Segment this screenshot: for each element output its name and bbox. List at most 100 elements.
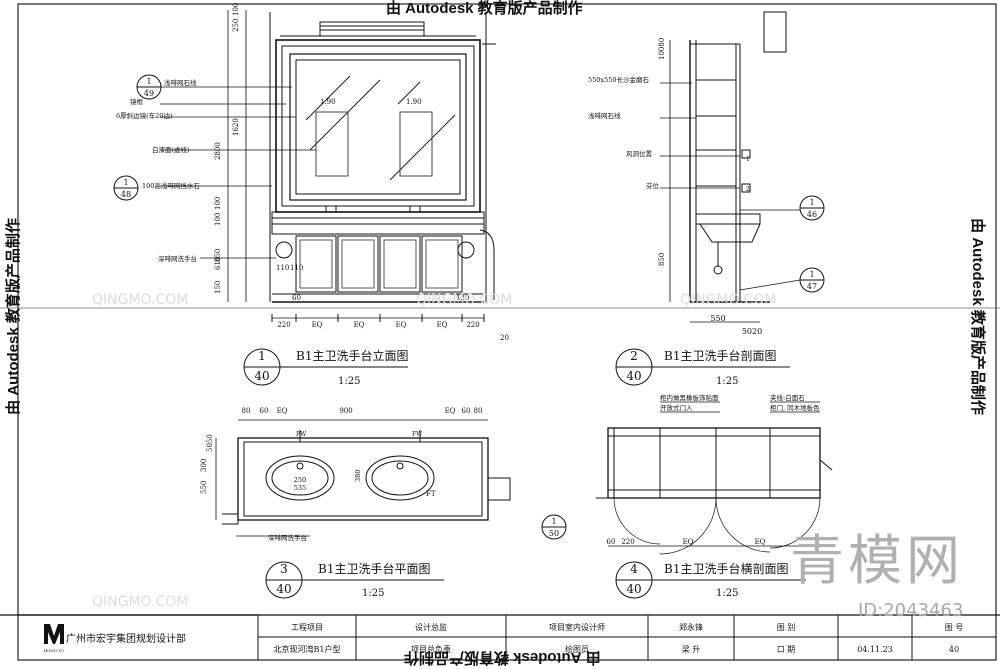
- view-sheet: 40: [626, 582, 641, 596]
- elevation-dim: EQ: [312, 321, 323, 329]
- autodesk-watermark-top: 由 Autodesk 教育版产品制作: [386, 0, 583, 17]
- section-dim: 10080: [658, 38, 666, 60]
- elevation-dim: 850: [214, 249, 222, 262]
- plan-dim: 80: [242, 407, 251, 415]
- title-block: [44, 615, 996, 660]
- elevation-dim: 250: [232, 19, 240, 32]
- elevation-mark: 60: [292, 294, 301, 302]
- elevation-view: [160, 10, 496, 322]
- view-title: B1主卫洗手台剖面图: [664, 348, 776, 363]
- elevation-mark: 1.90: [320, 98, 336, 106]
- elevation-dim: EQ: [396, 321, 407, 329]
- view-sheet: 40: [276, 582, 291, 596]
- view-scale: 1:25: [362, 588, 384, 599]
- autodesk-watermark-right: 由 Autodesk 教育版产品制作: [968, 218, 986, 415]
- brand-watermark-latin-4: QINGMO.COM: [680, 292, 777, 308]
- callout-number: 1: [809, 198, 814, 207]
- section-view: [660, 11, 801, 323]
- callout-sheet: 47: [807, 282, 817, 291]
- titleblock-value: 北京现河湾B1户型: [274, 644, 341, 654]
- view-title: B1主卫洗手台横剖面图: [664, 561, 788, 576]
- titleblock-header: 设计总监: [415, 622, 447, 632]
- xsection-note: 开放式门入: [660, 403, 693, 412]
- section-dim: 5020: [742, 327, 762, 336]
- xsection-note: 柜门, 同木地板色: [770, 403, 820, 412]
- plan-dim: 550: [200, 481, 208, 494]
- elevation-mark: 110: [290, 264, 303, 272]
- view-scale: 1:25: [716, 376, 738, 387]
- callout-sheet: 50: [549, 529, 559, 538]
- plan-dim: EQ: [445, 407, 456, 415]
- section-note: 风洞位置: [626, 149, 653, 158]
- elevation-mark: 1.90: [406, 98, 422, 106]
- company-name: 广州市宏宇集团规划设计部: [66, 632, 186, 645]
- elevation-dim: 150: [214, 281, 222, 294]
- plan-label: FW: [296, 431, 307, 438]
- callout-number: 1: [551, 517, 556, 526]
- view-title: B1主卫洗手台立面图: [296, 348, 408, 363]
- titleblock-value: 40: [949, 645, 959, 654]
- plan-view: [215, 419, 511, 537]
- xsection-dim: 60: [607, 538, 616, 546]
- elevation-note: 镜框: [130, 97, 144, 106]
- callout-sheet: 46: [807, 210, 817, 219]
- elevation-mark: 20: [500, 334, 509, 342]
- elevation-dim: 100: [232, 3, 240, 16]
- plan-dim: EQ: [277, 407, 288, 415]
- elevation-note: 6厚斜边镜(车20边): [116, 111, 173, 120]
- plan-dim: 80: [474, 407, 483, 415]
- elevation-dim: 100: [214, 197, 222, 210]
- view-number: 2: [630, 349, 638, 363]
- elevation-mark: 120: [456, 294, 469, 302]
- view-sheet: 40: [254, 369, 269, 383]
- view-number: 4: [630, 562, 638, 576]
- xsection-dim: EQ: [755, 538, 766, 546]
- elevation-note: 白漆面(虚线): [152, 145, 190, 154]
- elevation-mark: 110: [276, 264, 289, 272]
- plan-dim: 60: [462, 407, 471, 415]
- callout-sheet: 48: [121, 190, 131, 199]
- titleblock-header: 项目室内设计师: [549, 622, 605, 632]
- brand-watermark-id: ID:2043463: [858, 600, 964, 621]
- section-tag: 1: [746, 156, 750, 163]
- brand-watermark-cn: 青模网: [790, 529, 964, 592]
- logo-text: HONG YU: [44, 648, 65, 653]
- plan-dim: 900: [339, 407, 352, 415]
- titleblock-header: 图 号: [945, 623, 964, 632]
- section-note: 550x550长沙金磨石: [588, 75, 649, 84]
- elevation-note: 浅啡网石线: [164, 78, 197, 87]
- plan-label: 深啡网洗手台: [268, 533, 307, 542]
- titleblock-header: 工程项目: [291, 623, 323, 632]
- plan-label: FW: [412, 431, 423, 438]
- elevation-dim: 100: [214, 213, 222, 226]
- plan-dim: 5050: [206, 434, 214, 452]
- titleblock-value: 口 期: [777, 645, 796, 654]
- callout-number: 1: [146, 77, 151, 86]
- elevation-dim: 2800: [214, 142, 222, 160]
- elevation-note: 100高浅啡网挡水石: [142, 181, 200, 190]
- plan-sink-dim: 250: [294, 476, 306, 484]
- elevation-dim: 610: [214, 257, 222, 270]
- titleblock-value: 项目总负责: [411, 644, 451, 654]
- titleblock-value: 梁 升: [682, 645, 701, 654]
- autodesk-watermark-left: 由 Autodesk 教育版产品制作: [4, 218, 22, 415]
- view-number: 1: [258, 349, 266, 363]
- plan-sink-dim: 535: [294, 484, 306, 492]
- plan-sink-dim: 380: [354, 470, 362, 482]
- section-dim: 550: [710, 314, 725, 323]
- xsection-dim: 220: [621, 538, 634, 546]
- plan-label: FT: [426, 490, 436, 498]
- titleblock-header: 图 别: [777, 623, 796, 632]
- section-dim: 850: [658, 253, 666, 266]
- view-sheet: 40: [626, 369, 641, 383]
- view-title: B1主卫洗手台平面图: [318, 561, 430, 576]
- titleblock-header: 郑永锋: [679, 622, 703, 632]
- titleblock-value: 04.11.23: [857, 645, 893, 654]
- elevation-dim: EQ: [354, 321, 365, 329]
- view-number: 3: [280, 562, 288, 576]
- brand-watermark-latin-3: QINGMO.COM: [92, 594, 189, 610]
- plan-dim: 300: [200, 459, 208, 472]
- brand-watermark-latin-2: QINGMO.COM: [416, 292, 513, 308]
- section-note: 芬位: [646, 181, 660, 190]
